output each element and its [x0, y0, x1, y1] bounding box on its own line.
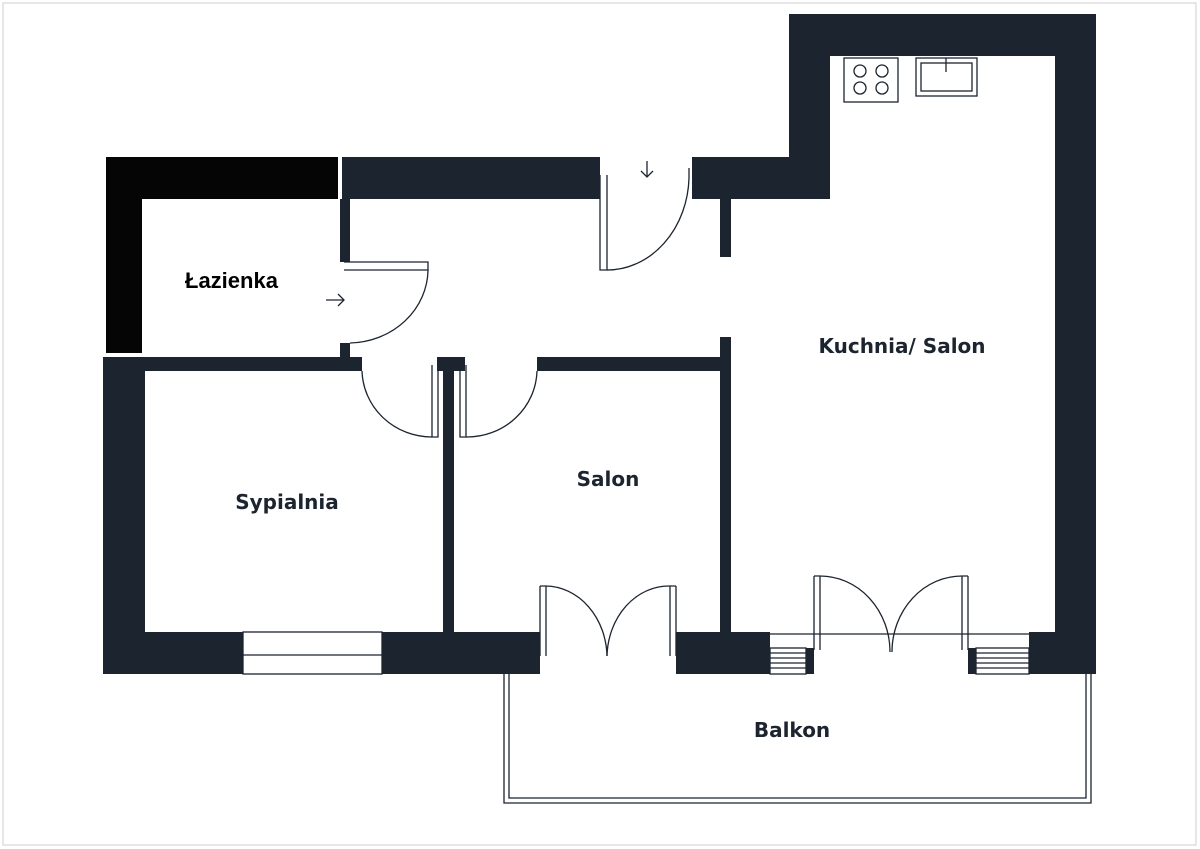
room-label-kitchen-living: Kuchnia/ Salon	[818, 334, 985, 358]
wall-bottom-mid	[382, 632, 540, 674]
arrow-down-icon	[640, 161, 654, 178]
bedroom-window	[242, 631, 383, 675]
wall-bottom-right	[676, 632, 770, 674]
balcony-steps-left	[769, 647, 814, 675]
room-label-balcony: Balkon	[754, 718, 830, 742]
wall-right	[1055, 14, 1096, 674]
wall-stub-center	[437, 357, 465, 371]
walls	[103, 14, 1096, 674]
entry-door	[599, 168, 690, 271]
living-balcony-door	[539, 585, 677, 657]
wall-stub-kitchen	[720, 199, 731, 257]
wall-bath-right-upper	[340, 199, 350, 262]
balcony-steps-right	[968, 647, 1030, 675]
wall-bath-right-lower	[340, 343, 350, 371]
living-door	[459, 365, 538, 438]
sink-icon	[915, 57, 978, 97]
room-label-bedroom: Sypialnia	[235, 490, 339, 514]
wall-kitchen-top	[789, 14, 1096, 56]
wall-kitchen-left	[789, 14, 830, 199]
wall-bottom-corner	[1029, 632, 1096, 674]
bathroom-wall-top	[106, 157, 338, 199]
stove-icon	[843, 57, 899, 103]
bedroom-door	[361, 365, 439, 438]
balcony-railing	[503, 673, 1092, 804]
room-label-living: Salon	[577, 467, 640, 491]
wall-top-corridor-left	[342, 157, 600, 199]
wall-living-right	[720, 337, 731, 632]
bathroom-door	[344, 261, 429, 344]
wall-bath-bottom	[103, 357, 362, 371]
wall-living-top	[537, 357, 731, 371]
wall-partition-bed-living	[443, 371, 454, 632]
wall-left	[103, 359, 145, 674]
kitchen-balcony-door	[813, 575, 969, 653]
wall-bottom-left	[103, 632, 243, 674]
room-label-bathroom: Łazienka	[185, 268, 279, 293]
bathroom-wall-left	[106, 157, 142, 353]
arrow-right-icon	[326, 293, 345, 307]
